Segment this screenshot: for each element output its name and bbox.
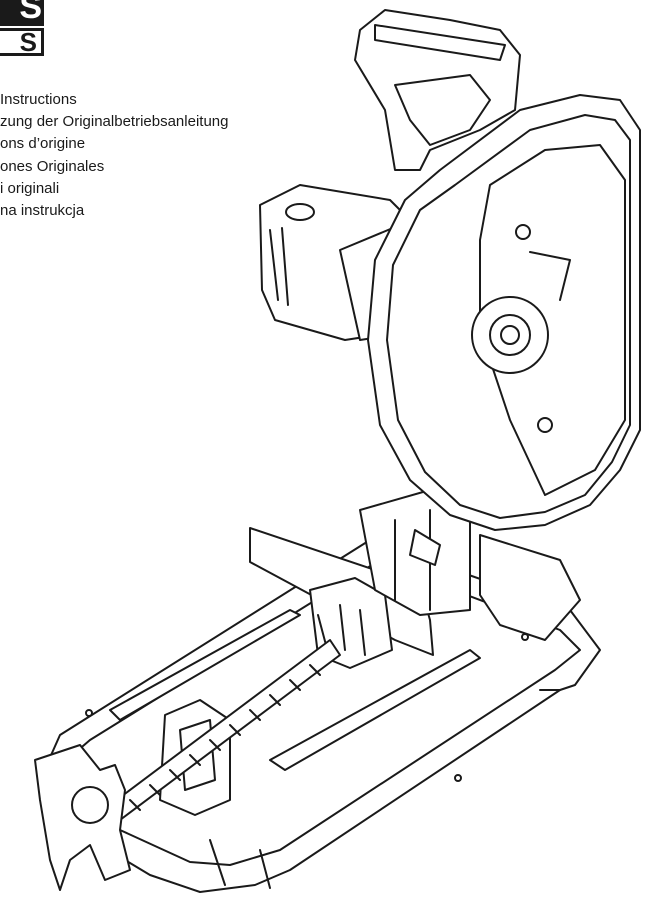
- brand-logo: S S: [0, 0, 44, 56]
- language-item: ons d’origine: [0, 135, 86, 153]
- language-item: zung der Originalbetriebsanleitung: [0, 113, 229, 131]
- logo-bottom: S: [0, 28, 44, 56]
- saw-blade-guard: [367, 94, 641, 531]
- language-item: ones Originales: [0, 157, 105, 175]
- logo-top: S: [0, 0, 44, 26]
- language-item: Instructions: [0, 91, 77, 108]
- saw-handle-knob: [34, 744, 131, 891]
- language-list: Instructions zung der Originalbetriebsan…: [0, 89, 228, 222]
- language-item: na instrukcja: [0, 202, 85, 220]
- language-item: i originali: [0, 179, 60, 197]
- saw-lead-screw: [109, 639, 341, 821]
- saw-top-handle: [354, 9, 521, 171]
